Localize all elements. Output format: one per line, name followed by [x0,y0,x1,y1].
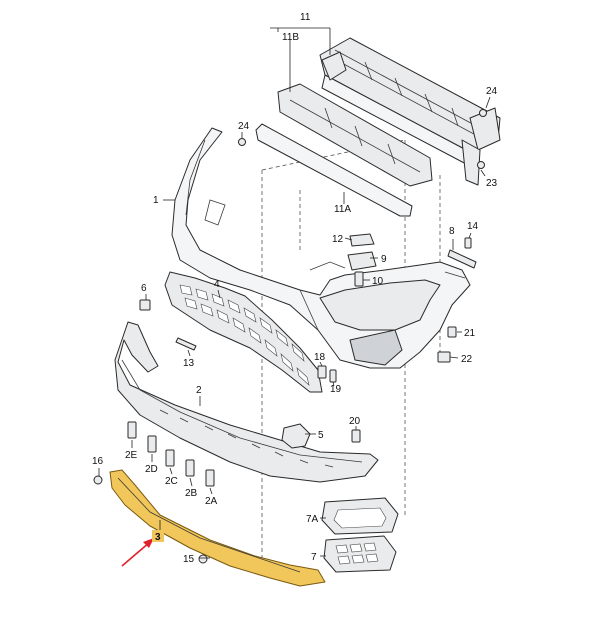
callout-8: 8 [449,226,455,237]
callout-14: 14 [467,221,479,232]
callout-5: 5 [318,430,324,441]
callout-labels: 11 11B 11A 24 24 23 1 12 9 10 8 14 21 22… [92,12,498,565]
radiator-grille [164,271,323,393]
callout-11: 11 [300,12,311,23]
cover-strip [255,123,413,217]
front-spoiler-highlighted [109,469,326,587]
callout-2: 2 [196,385,202,396]
callout-24-left: 24 [238,121,250,132]
leader-lines [98,27,491,559]
callout-16: 16 [92,456,104,467]
callout-21: 21 [464,328,476,339]
callout-2b: 2B [185,488,198,499]
fasteners [93,109,487,564]
energy-absorber [277,83,433,187]
callout-22: 22 [461,354,473,365]
callout-6: 6 [141,283,147,294]
callout-20: 20 [349,416,361,427]
callout-9: 9 [381,254,387,265]
callout-15: 15 [183,554,195,565]
callout-2e: 2E [125,450,138,461]
callout-10: 10 [372,276,384,287]
callout-18: 18 [314,352,326,363]
callout-3-highlight [152,530,164,542]
fog-light-covers [321,497,399,573]
grille-mesh [179,284,310,386]
callout-11b: 11B [282,32,299,43]
callout-2c: 2C [165,476,178,487]
callout-1: 1 [153,195,159,206]
callout-2a: 2A [205,496,218,507]
callout-2d: 2D [145,464,158,475]
callout-4: 4 [214,279,220,290]
callout-24-right: 24 [486,86,498,97]
bumper-cover [171,127,471,369]
callout-3: 3 [155,532,161,543]
callout-19: 19 [330,384,342,395]
callout-11a: 11A [334,204,351,215]
callout-13: 13 [183,358,195,369]
fog-cover-mesh [335,542,379,565]
callout-23: 23 [486,178,498,189]
callout-7: 7 [311,552,317,563]
callout-7a: 7A [306,514,319,525]
callout-12: 12 [332,234,344,245]
impact-beam [319,37,501,186]
pointer-arrow [121,538,154,567]
